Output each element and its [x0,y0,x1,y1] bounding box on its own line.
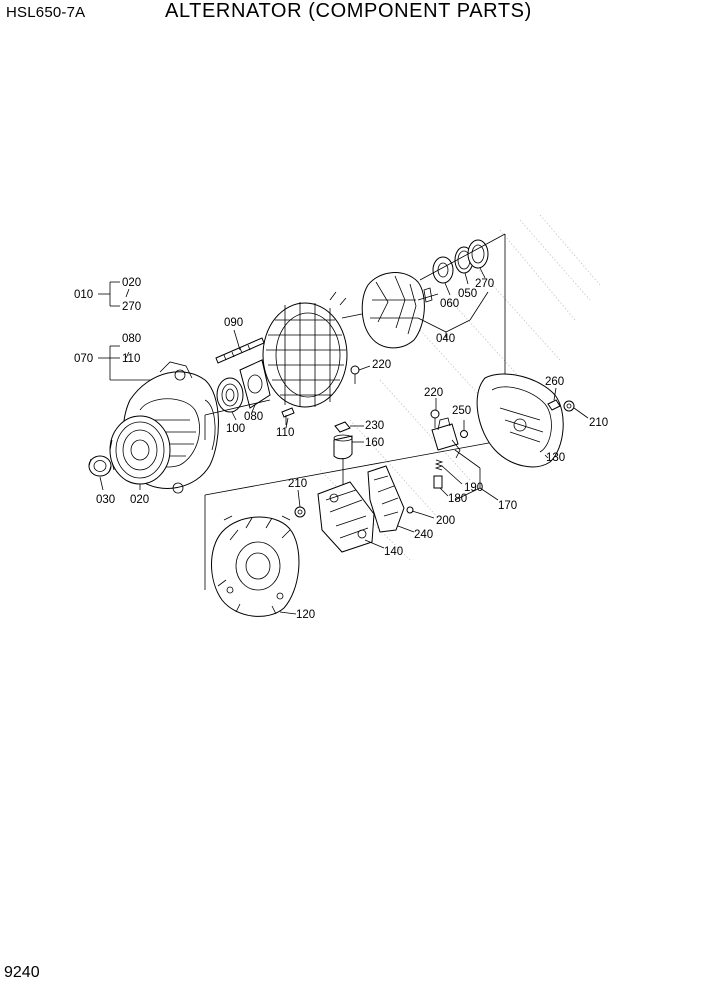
page-title: ALTERNATOR (COMPONENT PARTS) [165,0,532,22]
callout-110: 110 [276,427,294,439]
nut-210-left-part [294,489,306,518]
callout-140: 140 [384,546,403,558]
brush-spring-part [434,459,463,485]
stator-part [262,291,348,408]
rear-frame-part [211,515,300,617]
callout-260: 260 [545,376,564,388]
group-bracket-010 [98,281,130,307]
callout-030: 030 [96,494,115,506]
group-bracket-040 [417,291,489,338]
brush-holder-part [431,417,499,501]
callout-210-right: 210 [589,417,608,429]
callout-040: 040 [436,333,455,345]
callout-050: 050 [458,288,477,300]
screw-250-part [460,420,468,438]
callout-090: 090 [224,317,243,329]
rotor-part [341,272,439,349]
bearing-retainer-part [239,359,271,413]
callout-180: 180 [448,493,467,505]
callout-230: 230 [365,420,384,432]
callout-070: 070 [74,353,93,365]
callout-190: 190 [464,482,483,494]
carbon-brush-part [433,475,449,497]
callout-200: 200 [436,515,455,527]
callout-270: 270 [475,278,494,290]
rear-bearing-part [432,256,454,296]
brush-screw-part [430,398,440,428]
callout-170: 170 [498,500,517,512]
terminal-insulator-part [333,434,364,460]
pulley-nut-part [88,455,112,491]
callout-210-left: 210 [288,478,307,490]
screw-part [281,407,295,429]
callout-120: 120 [296,609,315,621]
screw-200-part [406,506,435,519]
regulator-part [367,465,415,533]
stud-bolt-part [215,329,265,364]
callout-220-brush: 220 [424,387,443,399]
callout-220-stator: 220 [372,359,391,371]
callout-080: 080 [244,411,263,423]
callout-110-kit: 110 [122,353,140,365]
callout-060: 060 [440,298,459,310]
terminal-nut-part [334,421,364,433]
front-bearing-part [216,377,244,421]
page-number: 9240 [4,964,40,981]
callout-130: 130 [546,452,565,464]
nut-210-right-part [563,400,589,419]
callout-160: 160 [365,437,384,449]
callout-270-kit: 270 [122,301,141,313]
callout-240: 240 [414,529,433,541]
nut-260-part [547,387,561,411]
callout-080-kit: 080 [122,333,141,345]
rear-cover-part [476,373,564,468]
callout-020: 020 [130,494,149,506]
callout-020-kit: 020 [122,277,141,289]
retaining-ring-part [467,239,489,279]
stator-screw-part [350,365,371,384]
pulley-part [109,415,171,485]
callout-100: 100 [226,423,245,435]
rectifier-part [317,481,385,553]
callout-250: 250 [452,405,471,417]
model-code: HSL650-7A [6,4,86,21]
callout-010: 010 [74,289,93,301]
